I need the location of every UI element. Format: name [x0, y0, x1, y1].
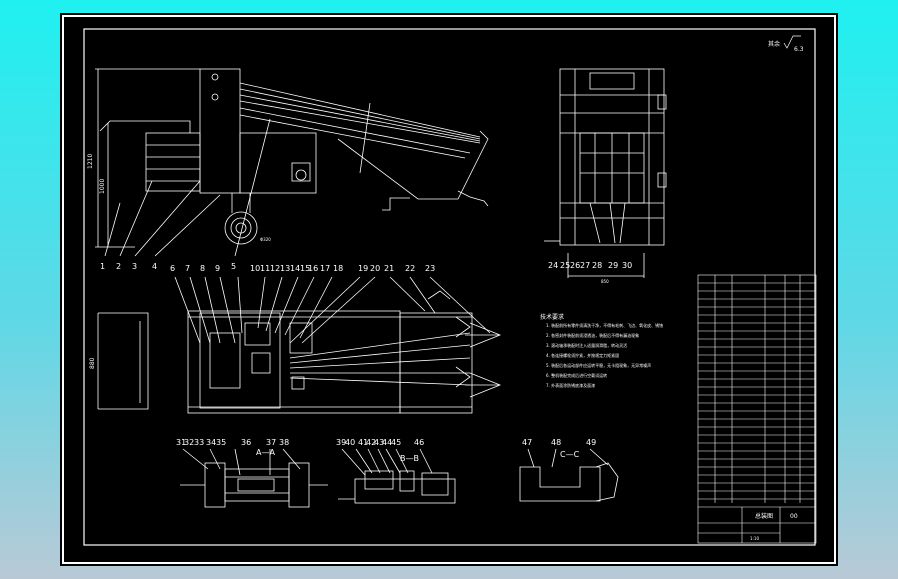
part-label: 28: [592, 261, 602, 270]
part-label: 16: [308, 264, 318, 273]
part-label: 39: [336, 438, 346, 447]
part-label: 7: [185, 264, 190, 273]
part-label: 27: [580, 261, 590, 270]
svg-text:1:10: 1:10: [750, 536, 759, 541]
part-label: 23: [425, 264, 435, 273]
front-view-labels: 1210 1000 Φ320 1 2 3 4 5: [87, 154, 271, 271]
part-label: 41: [358, 438, 368, 447]
part-label: 13: [280, 264, 290, 273]
part-label: 44: [382, 438, 392, 447]
part-label: 31: [176, 438, 186, 447]
part-label: 3: [132, 262, 137, 271]
part-label: 6: [170, 264, 175, 273]
svg-text:850: 850: [601, 279, 609, 284]
svg-text:6.3: 6.3: [794, 46, 804, 53]
plan-view: [97, 276, 502, 414]
technical-notes: 技术要求 1. 装配前所有零件须清洗干净，不得有毛刺、飞边、氧化皮、锈蚀 2. …: [540, 313, 663, 388]
detail-a-labels: 31 32 33 34 35 36 37 38 A—A: [176, 438, 289, 457]
part-label: 35: [216, 438, 226, 447]
svg-text:其余: 其余: [768, 40, 780, 48]
svg-text:2. 各密封件装配前须浸透油，装配后不得有漏油现象: 2. 各密封件装配前须浸透油，装配后不得有漏油现象: [546, 332, 639, 338]
detail-a: [180, 448, 328, 508]
part-label: 11: [260, 264, 270, 273]
detail-b: [338, 448, 456, 504]
svg-text:5. 装配后各运动部件应运转平稳，无卡阻现象，无异常噪声: 5. 装配后各运动部件应运转平稳，无卡阻现象，无异常噪声: [546, 362, 651, 368]
svg-text:1. 装配前所有零件须清洗干净，不得有毛刺、飞边、氧化皮、锈: 1. 装配前所有零件须清洗干净，不得有毛刺、飞边、氧化皮、锈蚀: [546, 322, 663, 328]
drawing-sheet: 其余 6.3: [60, 13, 838, 566]
svg-text:A—A: A—A: [256, 448, 275, 457]
svg-text:3. 滚动轴承装配时注入适量润滑脂，转动灵活: 3. 滚动轴承装配时注入适量润滑脂，转动灵活: [546, 342, 627, 348]
svg-text:Φ320: Φ320: [260, 237, 271, 242]
part-label: 32: [184, 438, 194, 447]
outer-border: [62, 15, 836, 564]
part-label: 43: [374, 438, 384, 447]
part-label: 40: [345, 438, 355, 447]
part-label: 37: [266, 438, 276, 447]
part-label: 21: [384, 264, 394, 273]
svg-text:1000: 1000: [99, 179, 106, 194]
part-label: 24: [548, 261, 558, 270]
part-label: 33: [194, 438, 204, 447]
inner-border: [83, 28, 816, 546]
part-label: 2: [116, 262, 121, 271]
roughness-symbol: 其余 6.3: [768, 35, 804, 53]
svg-text:总装图: 总装图: [755, 512, 773, 520]
part-label: 25: [560, 261, 570, 270]
parts-list-table: [697, 274, 817, 544]
assembly-drawing: 其余 6.3: [62, 15, 836, 564]
part-label: 8: [200, 264, 205, 273]
part-label: 14: [290, 264, 300, 273]
part-label: 42: [366, 438, 376, 447]
part-label: 22: [405, 264, 415, 273]
side-view-labels: 24 25 26 27 28 29 30 850: [548, 261, 632, 284]
svg-text:1210: 1210: [87, 154, 94, 169]
part-label: 49: [586, 438, 596, 447]
part-label: 17: [320, 264, 330, 273]
part-label: 5: [231, 262, 236, 271]
svg-text:B—B: B—B: [400, 454, 419, 463]
part-label: 15: [300, 264, 310, 273]
detail-c-labels: 47 48 49 C—C: [522, 438, 596, 459]
title-block: 总装图 00 1:10: [750, 512, 798, 541]
svg-text:4. 各连接螺栓须拧紧，并按规定力矩紧固: 4. 各连接螺栓须拧紧，并按规定力矩紧固: [546, 352, 619, 358]
svg-text:技术要求: 技术要求: [540, 313, 564, 321]
svg-text:880: 880: [89, 357, 96, 369]
part-label: 36: [241, 438, 251, 447]
svg-text:6. 整机装配完成后进行空载试运转: 6. 整机装配完成后进行空载试运转: [546, 372, 607, 378]
part-label: 45: [391, 438, 401, 447]
part-label: 10: [250, 264, 260, 273]
part-label: 46: [414, 438, 424, 447]
part-label: 26: [570, 261, 580, 270]
part-label: 4: [152, 262, 157, 271]
part-label: 34: [206, 438, 216, 447]
part-label: 1: [100, 262, 105, 271]
part-label: 30: [622, 261, 632, 270]
svg-text:C—C: C—C: [560, 450, 580, 459]
part-label: 47: [522, 438, 532, 447]
part-label: 19: [358, 264, 368, 273]
detail-b-labels: 39 40 41 42 43 44 45 46 B—B: [336, 438, 424, 463]
part-label: 20: [370, 264, 380, 273]
part-label: 48: [551, 438, 561, 447]
part-label: 18: [333, 264, 343, 273]
part-label: 38: [279, 438, 289, 447]
front-view: [95, 68, 489, 257]
svg-text:00: 00: [790, 513, 798, 520]
plan-view-labels: 880 6 7 8 9 10 11 12 13 14 15 16 17 18 1…: [89, 264, 435, 369]
detail-c: [519, 448, 619, 502]
side-view: [544, 68, 667, 278]
svg-text:7. 外表面涂防锈底漆及面漆: 7. 外表面涂防锈底漆及面漆: [546, 382, 595, 388]
part-label: 9: [215, 264, 220, 273]
part-label: 12: [270, 264, 280, 273]
part-label: 29: [608, 261, 618, 270]
